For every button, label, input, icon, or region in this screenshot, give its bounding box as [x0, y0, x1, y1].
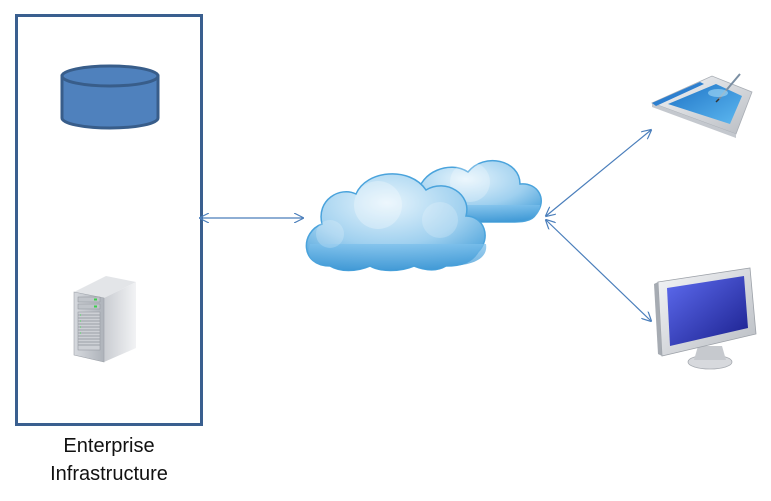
enterprise-infrastructure-label: Enterprise Infrastructure	[15, 432, 203, 488]
database-icon	[60, 64, 160, 130]
tablet-icon	[650, 73, 753, 138]
cloud-icon	[305, 159, 542, 272]
label-line-2: Infrastructure	[50, 463, 168, 485]
arrow-cloud-tablet	[546, 130, 651, 216]
label-line-1: Enterprise	[63, 435, 155, 457]
arrow-cloud-monitor	[546, 220, 651, 321]
monitor-icon	[654, 267, 757, 370]
server-icon	[73, 276, 136, 363]
